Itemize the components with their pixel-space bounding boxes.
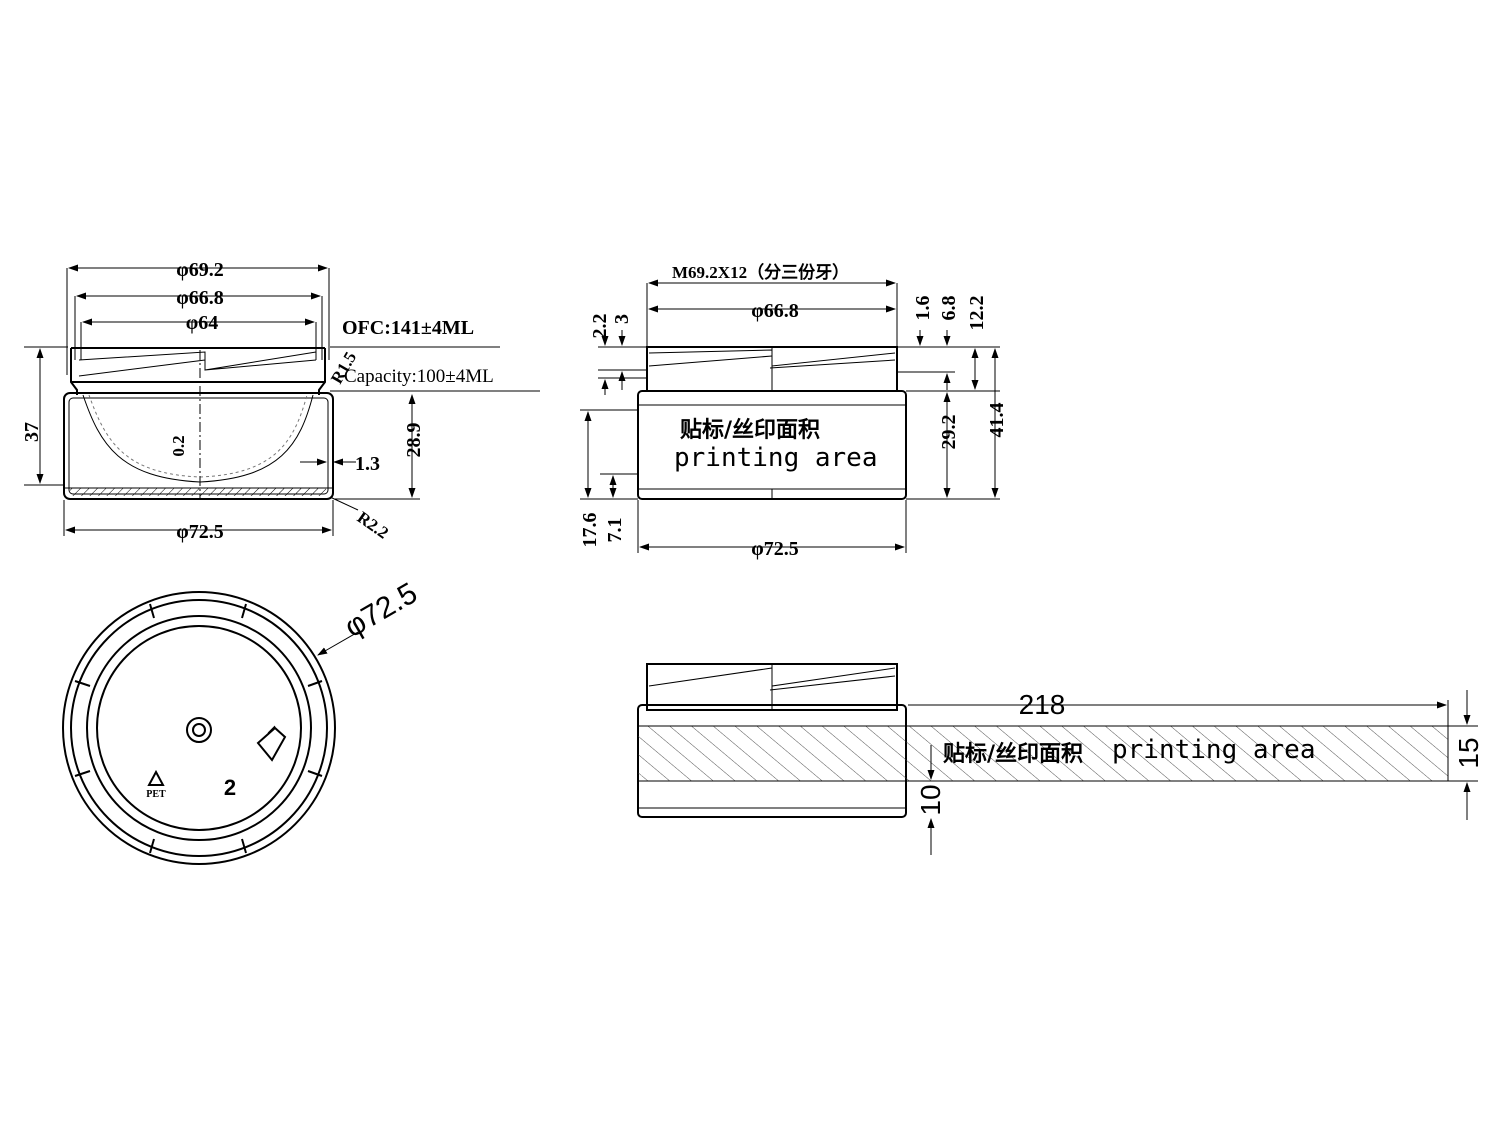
dim-top-outer: φ69.2 <box>176 259 223 281</box>
dim-base-thickness: 0.2 <box>169 435 188 456</box>
dim-height: 15 <box>1453 737 1484 768</box>
recycle-number: 2 <box>224 775 236 800</box>
dim-height-total: 37 <box>21 422 43 442</box>
dim-12-2: 12.2 <box>966 296 988 331</box>
bottom-view: PET 2 φ72.5 <box>62 577 423 865</box>
dim-bottom-front: φ72.5 <box>176 521 223 543</box>
dim-height-body: 28.9 <box>403 423 425 458</box>
ofc-note: OFC:141±4ML <box>342 317 474 339</box>
radius-bottom: R2.2 <box>354 508 392 543</box>
dim-offset: 10 <box>915 784 946 815</box>
side-label-en: printing area <box>674 443 878 473</box>
recycle-icon: PET <box>146 769 166 800</box>
dim-29-2: 29.2 <box>938 415 960 450</box>
thread-spec: M69.2X12（分三份牙） <box>672 262 849 282</box>
dim-top-mid: φ66.8 <box>176 287 223 309</box>
dim-top-inner: φ64 <box>186 312 218 334</box>
capacity-note: Capacity:100±4ML <box>344 366 494 387</box>
label-area-view: 贴标/丝印面积 printing area 218 15 10 <box>637 663 1484 855</box>
dim-41-4: 41.4 <box>986 403 1008 438</box>
dim-bottom-view: φ72.5 <box>339 577 423 645</box>
side-view: M69.2X12（分三份牙） φ66.8 贴标/丝印面积 printing ar… <box>579 262 1008 560</box>
side-label-cn: 贴标/丝印面积 <box>680 417 820 443</box>
dim-2-2: 2.2 <box>589 314 611 339</box>
dim-length: 218 <box>1019 689 1066 720</box>
dim-1-6: 1.6 <box>912 296 934 321</box>
front-section-view: φ69.2 φ66.8 φ64 OFC:141±4ML Capacity:100… <box>21 259 540 543</box>
dim-17-6: 17.6 <box>579 513 601 548</box>
dim-bottom-side: φ72.5 <box>751 538 798 560</box>
dim-3: 3 <box>611 314 633 324</box>
label-view-cn: 贴标/丝印面积 <box>943 741 1083 767</box>
recycle-mark: PET <box>146 789 166 800</box>
dim-6-8: 6.8 <box>938 296 960 321</box>
dim-thread-diameter: φ66.8 <box>751 300 798 322</box>
dim-wall: 1.3 <box>355 453 380 475</box>
dim-7-1: 7.1 <box>604 518 626 543</box>
label-view-en: printing area <box>1112 735 1316 765</box>
